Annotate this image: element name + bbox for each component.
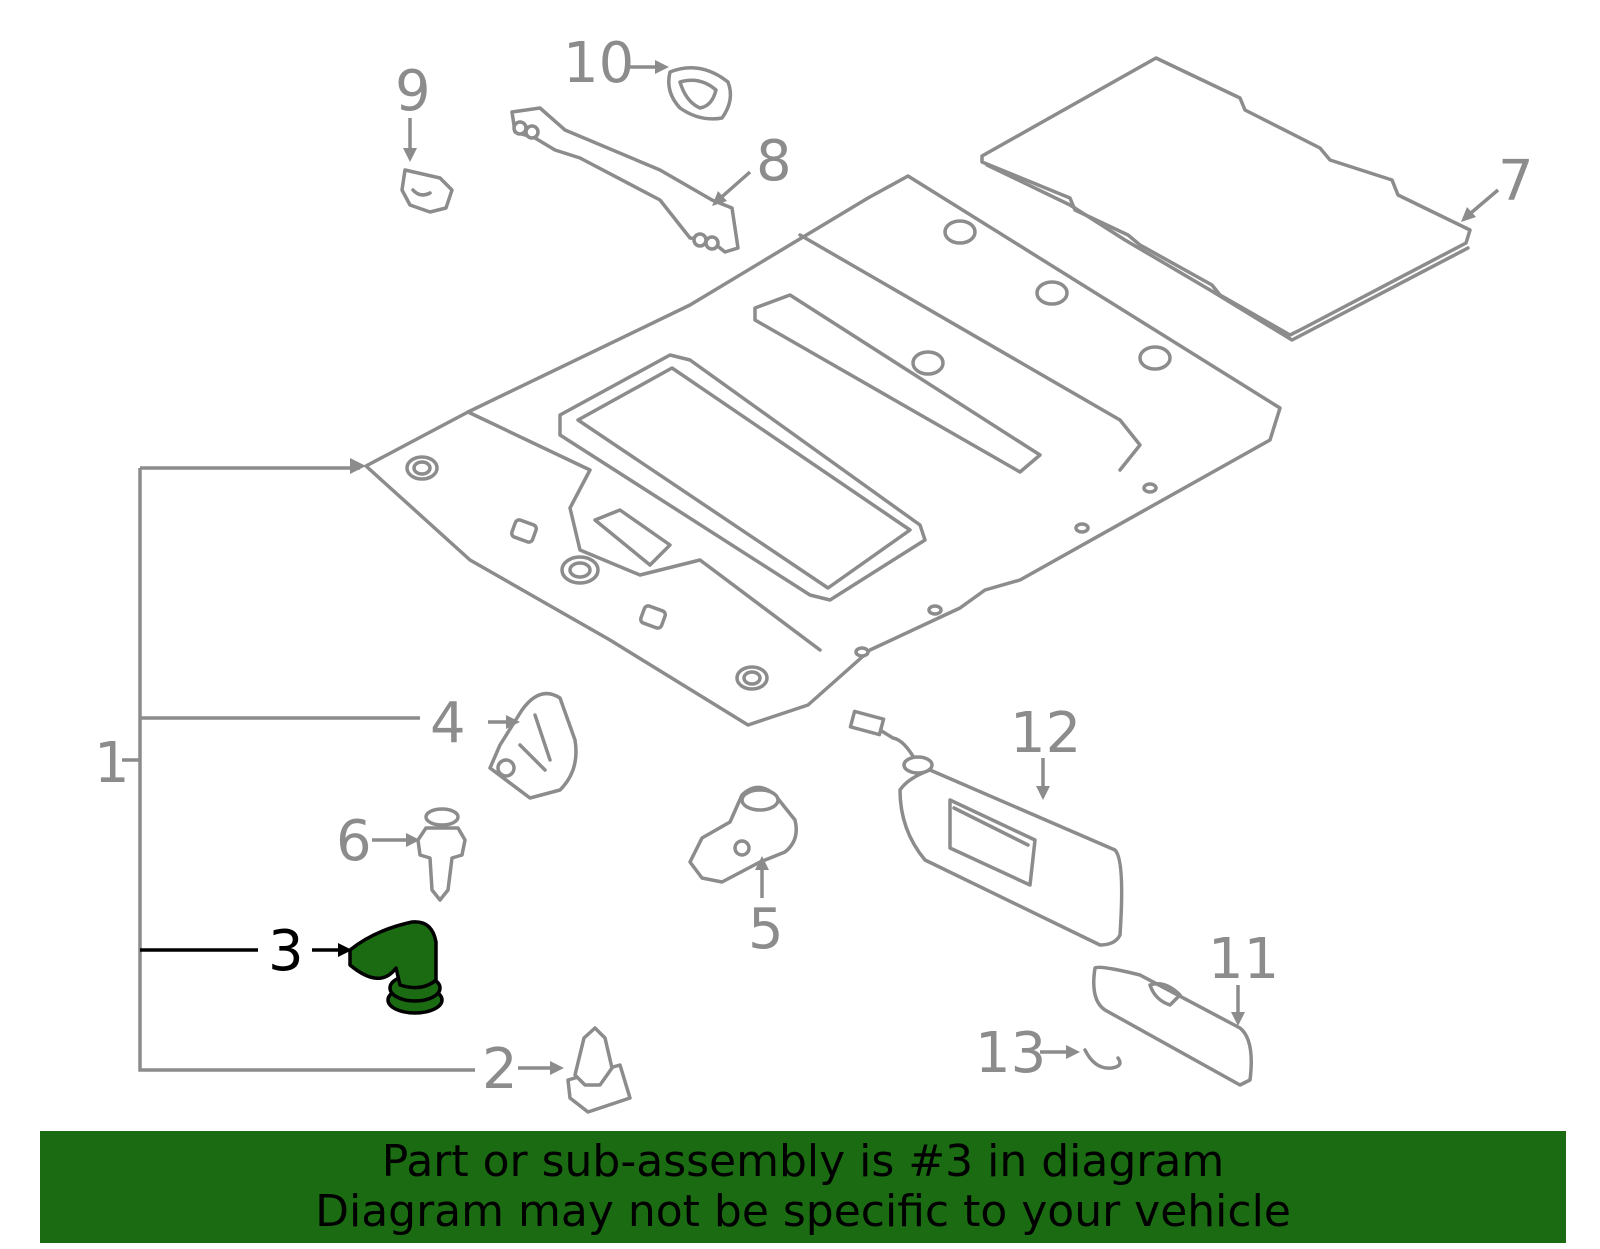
callout-5: 5 xyxy=(748,897,784,962)
sun-visor-part-12[interactable] xyxy=(848,709,1124,947)
callout-11: 11 xyxy=(1208,927,1279,992)
banner-line-1: Part or sub-assembly is #3 in diagram xyxy=(381,1136,1225,1187)
callout-6: 6 xyxy=(336,809,372,874)
callout-9: 9 xyxy=(395,59,431,124)
retainer-part-4[interactable] xyxy=(488,691,578,800)
callout-10: 10 xyxy=(563,31,634,96)
vanity-lamp-part-11[interactable] xyxy=(1092,965,1253,1087)
callout-4: 4 xyxy=(430,691,466,756)
info-banner: Part or sub-assembly is #3 in diagram Di… xyxy=(40,1131,1566,1243)
push-pin-part-6[interactable] xyxy=(416,807,467,902)
clip-part-9[interactable] xyxy=(400,168,454,214)
callout-3: 3 xyxy=(268,919,304,984)
callout-13: 13 xyxy=(975,1021,1046,1086)
grab-handle-part-8[interactable] xyxy=(510,106,740,254)
banner-line-2: Diagram may not be specific to your vehi… xyxy=(315,1186,1291,1237)
callout-7: 7 xyxy=(1498,149,1534,214)
highlighted-part-3[interactable] xyxy=(348,920,444,1015)
callout-2: 2 xyxy=(482,1037,518,1102)
headliner-part[interactable] xyxy=(364,174,1282,727)
bracket-part-5[interactable] xyxy=(688,785,798,884)
clip-part-2[interactable] xyxy=(566,1026,632,1114)
callout-1: 1 xyxy=(94,731,130,796)
callout-8: 8 xyxy=(756,129,792,194)
callout-12: 12 xyxy=(1010,701,1081,766)
clip-part-13[interactable] xyxy=(1083,1048,1122,1070)
cover-part-10[interactable] xyxy=(667,66,733,121)
